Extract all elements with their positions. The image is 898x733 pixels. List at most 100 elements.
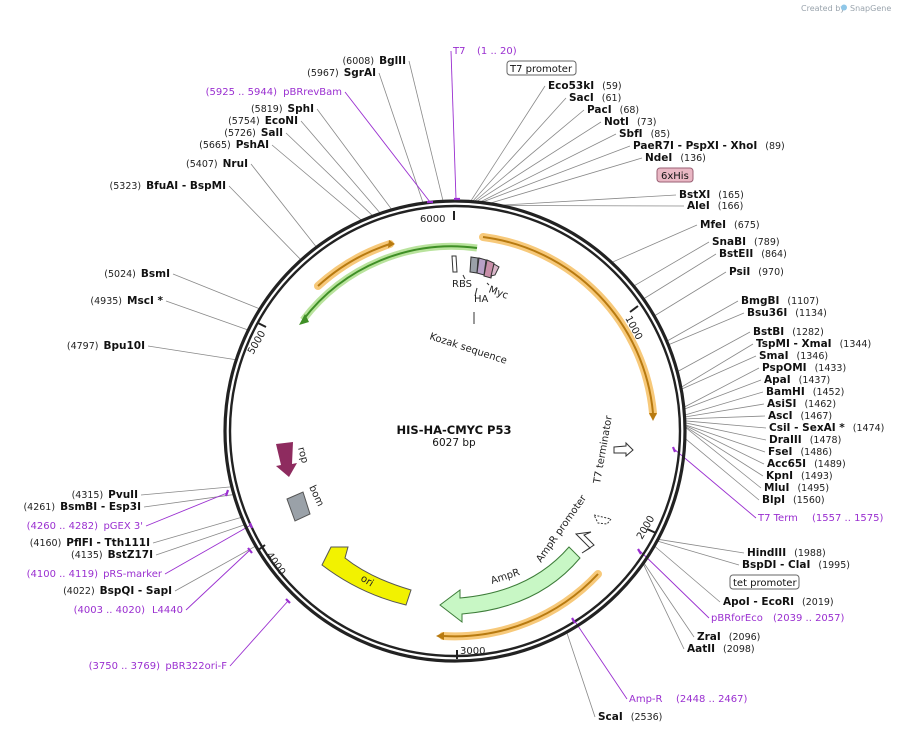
orange-arrow-right <box>482 236 654 414</box>
site-mlui[interactable]: MluI(1495) <box>764 482 829 494</box>
site-pvuii[interactable]: PvuII(4315) <box>72 489 138 501</box>
site-bsmbi-esp3i[interactable]: BsmBI - Esp3I(4261) <box>23 501 141 513</box>
site-position: (1282) <box>792 327 824 338</box>
site-sali[interactable]: SalI(5726) <box>224 127 283 139</box>
site-leader-line <box>654 546 721 603</box>
site-bspqi-sapi[interactable]: BspQI - SapI(4022) <box>63 585 172 597</box>
site-draiii[interactable]: DraIII(1478) <box>769 434 841 446</box>
primer-prs-marker[interactable]: pRS-marker(4100 .. 4119) <box>27 569 163 580</box>
tick-label-5000: 5000 <box>246 329 268 357</box>
site-hindiii[interactable]: HindIII(1988) <box>747 547 826 559</box>
site-leader-line <box>504 205 685 207</box>
site-bstxi[interactable]: BstXI(165) <box>679 189 744 201</box>
primer-t7-term[interactable]: T7 Term(1557 .. 1575) <box>757 513 884 524</box>
site-saci[interactable]: SacI(61) <box>569 92 621 104</box>
site-nrui[interactable]: NruI(5407) <box>186 158 248 170</box>
ampr-promoter-arrow <box>574 531 595 554</box>
site-sphi[interactable]: SphI(5819) <box>251 103 314 115</box>
site-name: BsmI <box>141 268 170 280</box>
boxed-labels: T7 promoter tet promoter 6xHis <box>506 60 800 590</box>
site-msci[interactable]: MscI *(4935) <box>90 295 163 307</box>
site-leader-line <box>503 194 677 206</box>
t7-promoter-box <box>506 60 577 76</box>
primer-name: T7 Term <box>757 513 798 524</box>
primer-range: (4260 .. 4282) <box>27 521 99 532</box>
site-bstbi[interactable]: BstBI(1282) <box>753 326 824 338</box>
primer-pgex-3[interactable]: pGEX 3'(4260 .. 4282) <box>27 521 143 532</box>
site-aatii[interactable]: AatII(2098) <box>687 643 755 655</box>
site-noti[interactable]: NotI(73) <box>604 116 656 128</box>
primer-t7[interactable]: T7(1 .. 20) <box>452 46 517 57</box>
site-kpni[interactable]: KpnI(1493) <box>766 470 833 482</box>
site-leader-line <box>634 241 710 286</box>
leader-lines <box>140 50 767 718</box>
site-smai[interactable]: SmaI(1346) <box>759 350 828 362</box>
site-acc65i[interactable]: Acc65I(1489) <box>767 458 846 470</box>
site-zrai[interactable]: ZraI(2096) <box>697 631 760 643</box>
site-econi[interactable]: EcoNI(5754) <box>228 115 298 127</box>
primer-pbrrevbam[interactable]: pBRrevBam(5925 .. 5944) <box>206 87 342 98</box>
site-bsteii[interactable]: BstEII(864) <box>719 248 787 260</box>
site-leader-line <box>155 524 245 556</box>
site-fsei[interactable]: FseI(1486) <box>768 446 832 458</box>
site-name: BfuAI - BspMI <box>146 180 226 192</box>
site-ndei[interactable]: NdeI(136) <box>645 152 706 164</box>
site-bpu10i[interactable]: Bpu10I(4797) <box>67 340 145 352</box>
site-bfuai-bspmi[interactable]: BfuAI - BspMI(5323) <box>110 180 226 192</box>
site-position: (166) <box>718 201 744 212</box>
site-position: (4315) <box>72 490 104 501</box>
site-alei[interactable]: AleI (166) <box>687 200 743 212</box>
site-asci[interactable]: AscI(1467) <box>768 410 832 422</box>
site-eco53ki[interactable]: Eco53kI(59) <box>548 80 622 92</box>
site-tspmi-xmai[interactable]: TspMI - XmaI(1344) <box>756 338 871 350</box>
primer-l4440[interactable]: L4440(4003 .. 4020) <box>74 605 183 616</box>
primer-pbrforeco[interactable]: pBRforEco(2039 .. 2057) <box>711 613 845 624</box>
site-bamhi[interactable]: BamHI(1452) <box>766 386 844 398</box>
site-leader-line <box>612 224 698 263</box>
bom-box <box>286 491 311 522</box>
site-name: BmgBI <box>741 295 779 307</box>
primer-amp-r[interactable]: Amp-R(2448 .. 2467) <box>629 694 748 705</box>
site-bglii[interactable]: BglII(6008) <box>342 55 406 67</box>
site-leader-line <box>174 546 256 592</box>
site-name: BstZ17I <box>108 549 153 561</box>
plasmid-length: 6027 bp <box>432 437 476 449</box>
site-snabi[interactable]: SnaBI(789) <box>712 236 780 248</box>
site-position: (136) <box>680 153 706 164</box>
site-position: (85) <box>651 129 671 140</box>
site-name: BspDI - ClaI <box>742 559 810 571</box>
site-leader-line <box>470 85 546 201</box>
site-position: (1107) <box>787 296 819 307</box>
site-bstz17i[interactable]: BstZ17I(4135) <box>71 549 153 561</box>
site-sgrai[interactable]: SgrAI(5967) <box>307 67 376 79</box>
site-apoi-ecori[interactable]: ApoI - EcoRI(2019) <box>723 596 834 608</box>
site-pshai[interactable]: PshAI(5665) <box>199 139 269 151</box>
site-sbfi[interactable]: SbfI(85) <box>619 128 670 140</box>
site-psii[interactable]: PsiI(970) <box>729 266 784 278</box>
site-scai[interactable]: ScaI(2536) <box>598 711 662 723</box>
site-bsu36i[interactable]: Bsu36I(1134) <box>747 307 827 319</box>
primer-pbr322ori-f[interactable]: pBR322ori-F(3750 .. 3769) <box>89 661 228 672</box>
site-blpi[interactable]: BlpI(1560) <box>762 494 825 506</box>
site-asisi[interactable]: AsiSI(1462) <box>767 398 836 410</box>
site-name: AleI <box>687 200 710 212</box>
primer-leader-line <box>450 50 457 200</box>
site-bmgbi[interactable]: BmgBI (1107) <box>741 295 819 307</box>
site-mfei[interactable]: MfeI(675) <box>700 219 760 231</box>
site-position: (970) <box>758 267 784 278</box>
site-bsmi[interactable]: BsmI(5024) <box>104 268 170 280</box>
site-position: (61) <box>602 93 622 104</box>
site-name: BlpI <box>762 494 785 506</box>
site-paci[interactable]: PacI(68) <box>587 104 639 116</box>
site-pflfi-tth111i[interactable]: PflFI - Tth111I(4160) <box>30 537 150 549</box>
site-paer7i-pspxi-xhoi[interactable]: PaeR7I - PspXI - XhoI(89) <box>633 140 785 152</box>
site-bspdi-clai[interactable]: BspDI - ClaI(1995) <box>742 559 850 571</box>
site-apai[interactable]: ApaI(1437) <box>764 374 830 386</box>
site-name: SgrAI <box>344 67 376 79</box>
site-csii-sexai[interactable]: CsiI - SexAI *(1474) <box>769 422 884 434</box>
site-position: (4935) <box>90 296 122 307</box>
rop-arrow <box>276 442 297 477</box>
site-pspomi[interactable]: PspOMI(1433) <box>762 362 846 374</box>
site-name: SnaBI <box>712 236 746 248</box>
tick-1000 <box>629 305 639 313</box>
